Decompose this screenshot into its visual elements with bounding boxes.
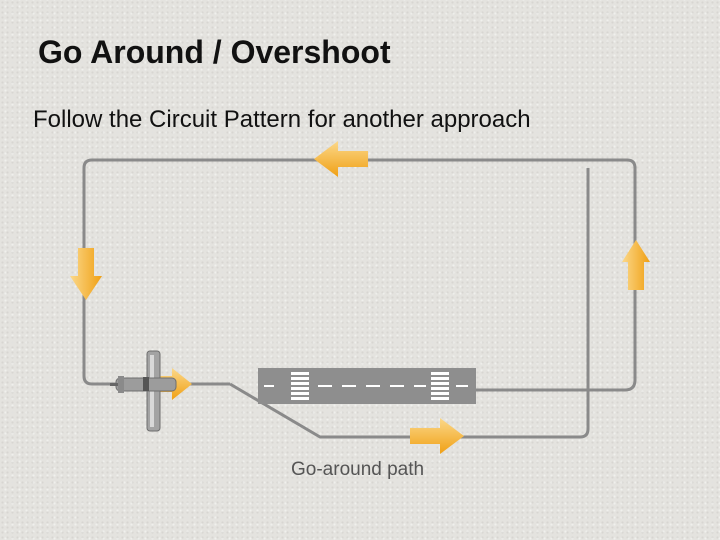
runway-threshold-markings-right — [431, 372, 449, 400]
aircraft-icon — [110, 350, 177, 432]
arrow-upwind-icon — [410, 418, 464, 454]
runway-threshold-markings-left — [291, 372, 309, 400]
arrow-downwind-icon — [314, 141, 368, 177]
runway — [258, 368, 476, 404]
slide-title: Go Around / Overshoot — [38, 34, 391, 70]
go-around-path-label: Go-around path — [291, 459, 424, 480]
go-around-path-line — [229, 168, 590, 439]
arrow-base-icon — [70, 248, 102, 300]
slide-subtitle: Follow the Circuit Pattern for another a… — [33, 106, 531, 133]
circuit-pattern-line — [82, 158, 637, 392]
arrow-crosswind-icon — [622, 240, 650, 290]
runway-centerline — [264, 385, 468, 387]
